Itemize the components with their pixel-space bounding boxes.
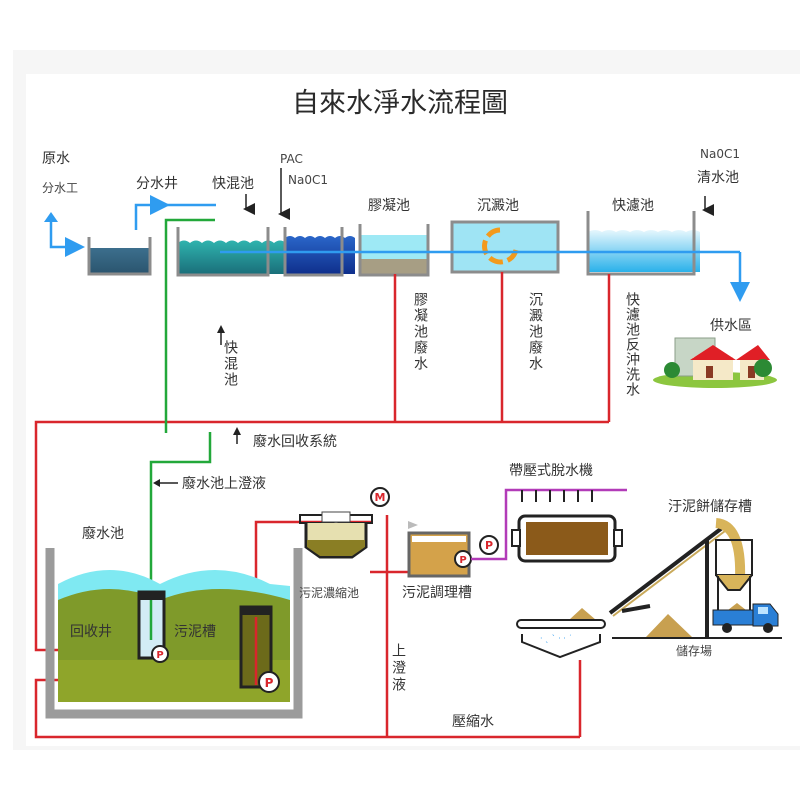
- label-storage-yard: 儲存場: [676, 644, 712, 658]
- pump-recovery-well[interactable]: P: [151, 645, 169, 663]
- label-sedimentation-waste: 沉澱池廢水: [527, 292, 543, 372]
- pump-conditioning-2[interactable]: P: [479, 535, 499, 555]
- svg-text:· ˎ ˋ · · ˙: · ˎ ˋ · · ˙: [540, 633, 572, 643]
- belt-press-sprayers: [521, 490, 593, 502]
- pipe-to-distribution-well: [134, 195, 170, 230]
- label-coagulation-waste: 膠凝池廢水: [412, 292, 428, 372]
- flocculation-circulation-icon: [482, 227, 519, 265]
- pump-label: P: [156, 650, 163, 661]
- label-sludge-tank: 污泥槽: [174, 624, 216, 640]
- pump-conditioning-1[interactable]: P: [454, 550, 472, 568]
- label-distribution-well: 分水井: [136, 176, 178, 192]
- motor-label: M: [375, 491, 386, 504]
- label-cake-storage: 汙泥餅儲存槽: [668, 498, 752, 515]
- label-supply-area: 供水區: [710, 318, 752, 334]
- sludge-piles: [569, 603, 746, 637]
- supply-area-houses-icon: [653, 337, 777, 388]
- pipe-raw-water: [49, 218, 85, 257]
- label-clear-well: 清水池: [697, 170, 739, 186]
- label-rapid-filter: 快濾池: [612, 198, 654, 214]
- pump-sludge-tank[interactable]: P: [258, 671, 280, 693]
- sludge-cake-hopper: [715, 518, 753, 614]
- label-thickener: 污泥濃縮池: [299, 585, 359, 600]
- pump-label: P: [485, 539, 493, 552]
- pump-label: P: [459, 555, 466, 566]
- label-rapid-mix: 快混池: [212, 176, 254, 192]
- tank-sedimentation: [450, 220, 560, 274]
- label-rapid-mix-return: [217, 325, 225, 345]
- label-diversion: 分水工: [42, 181, 78, 195]
- label-supernatant: 上澄液: [390, 643, 406, 694]
- label-pac: PAC: [280, 152, 303, 166]
- truck-icon: [712, 603, 779, 633]
- recovery-arrow-head: [233, 427, 241, 435]
- label-recovery-well: 回收井: [70, 624, 112, 640]
- label-conditioning-tank: 污泥調理槽: [402, 585, 472, 601]
- belt-press-machine: [511, 514, 623, 563]
- pump-label: P: [265, 676, 274, 690]
- pipe-to-belt-press: [471, 488, 627, 561]
- label-filter-backwash: 快濾池反沖洗水: [624, 292, 640, 397]
- supernatant-arrow-head: [153, 479, 160, 487]
- label-naocl-2: Na0C1: [700, 147, 740, 161]
- diagram-title: 自來水淨水流程圖: [292, 88, 508, 119]
- label-recovery-system: 廢水回收系統: [253, 433, 337, 450]
- label-pressed-water: 壓縮水: [452, 714, 494, 730]
- label-belt-press: 帶壓式脫水機: [509, 463, 593, 479]
- motor-icon[interactable]: M: [370, 487, 390, 507]
- belt-filtrate-collector: · ˎ ˋ · · ˙: [516, 619, 606, 659]
- label-naocl-1: Na0C1: [288, 173, 328, 187]
- label-raw-water: 原水: [42, 151, 70, 167]
- label-coagulation: 膠凝池: [368, 198, 410, 214]
- sludge-thickener: [299, 511, 373, 559]
- label-wastewater-pond: 廢水池: [82, 525, 124, 542]
- label-pond-supernatant: 廢水池上澄液: [182, 475, 266, 492]
- conditioning-feed-arrow: [408, 521, 418, 529]
- pipe-rapid-mix-return: [164, 218, 215, 433]
- label-sedimentation: 沉澱池: [477, 198, 519, 214]
- pipe-pond-supernatant: [149, 432, 212, 638]
- wastewater-pond: [45, 548, 303, 719]
- tank-rapid-filter: [586, 211, 700, 276]
- tank-coagulation: [358, 224, 430, 277]
- tank-distribution-well: [87, 237, 152, 276]
- raw-water-up-arrow: [44, 212, 58, 222]
- label-rapid-mix-waste: 快混池: [222, 340, 238, 388]
- sludge-cake-conveyor: [608, 526, 726, 638]
